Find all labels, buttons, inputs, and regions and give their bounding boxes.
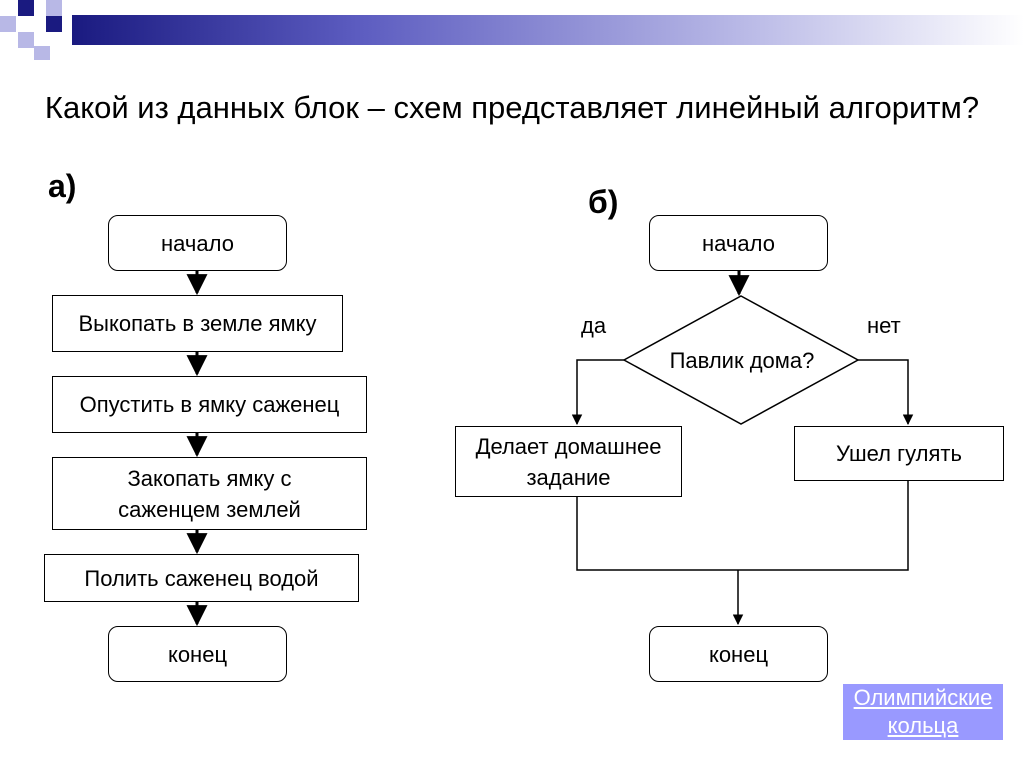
- no-branch-block: Ушел гулять: [794, 426, 1004, 481]
- merge-line: [576, 481, 909, 571]
- diagram-a-step-1: Выкопать в земле ямку: [52, 295, 343, 352]
- header-gradient-bar: [72, 15, 1024, 45]
- diagram-b-label: б): [588, 184, 619, 220]
- yes-branch-block: Делает домашнее задание: [455, 426, 682, 497]
- diagram-a-step-4: Полить саженец водой: [44, 554, 359, 602]
- diagram-a-step-2: Опустить в ямку саженец: [52, 376, 367, 433]
- decision-diamond: [622, 295, 860, 425]
- diagram-a-end-block: конец: [108, 626, 287, 682]
- diagram-a-start-block: начало: [108, 215, 287, 271]
- slide-title: Какой из данных блок – схем представляет…: [44, 90, 980, 125]
- diagram-b-end-block: конец: [649, 626, 828, 682]
- diagram-a-step-3: Закопать ямку с саженцем землей: [52, 457, 367, 530]
- yes-label: да: [581, 313, 607, 338]
- decision-condition: Павлик дома?: [669, 348, 815, 373]
- no-label: нет: [867, 313, 901, 338]
- diagram-a-label: а): [48, 168, 77, 204]
- arrow-yes: [571, 359, 624, 426]
- diagram-b-start-block: начало: [649, 215, 828, 271]
- olympic-rings-link[interactable]: Олимпийские кольца: [843, 684, 1003, 740]
- arrow-no: [858, 359, 914, 426]
